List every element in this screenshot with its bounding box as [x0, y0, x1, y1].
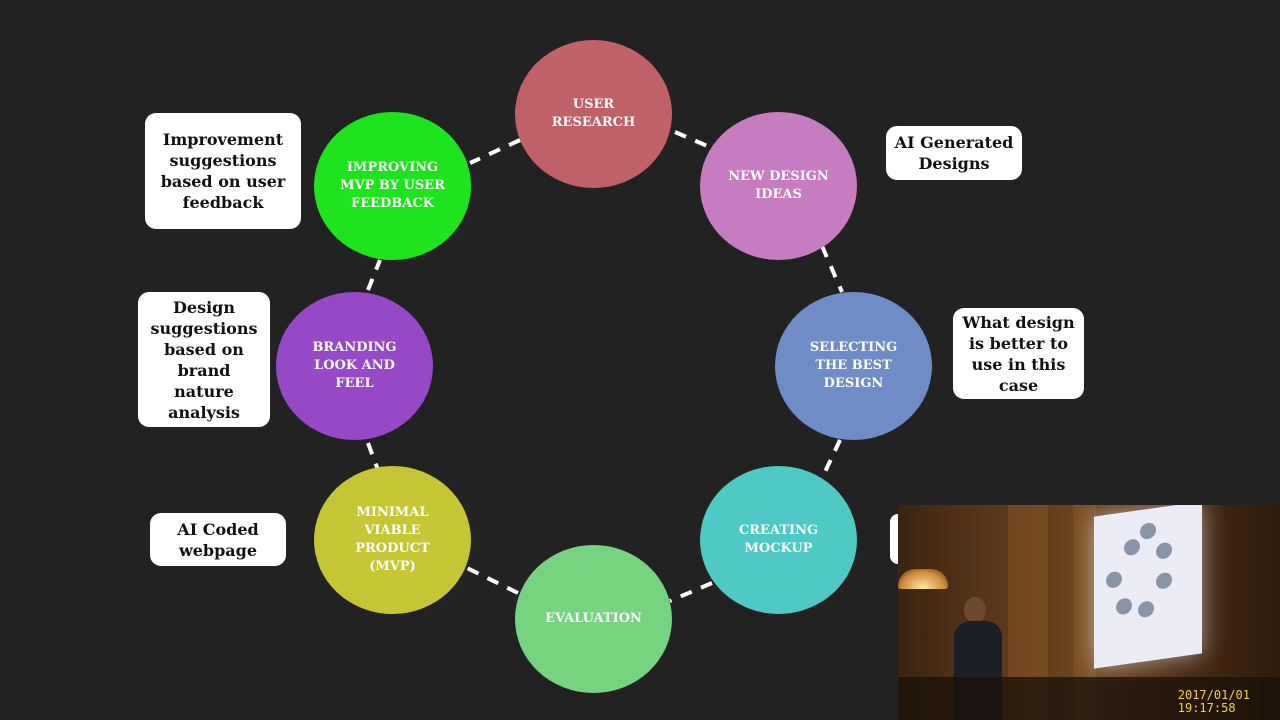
connector — [469, 138, 521, 165]
note-text: Design suggestions based on brand nature… — [150, 297, 258, 422]
node-evaluation: EVALUATION — [515, 545, 672, 693]
node-label: EVALUATION — [545, 611, 642, 626]
presenter-head — [964, 597, 986, 623]
note-design-suggestions: Design suggestions based on brand nature… — [138, 292, 270, 427]
node-label: CREATING MOCKUP — [738, 523, 819, 556]
connector — [820, 245, 844, 293]
note-text: Improvement suggestions based on user fe… — [160, 130, 286, 212]
projection-screen — [1094, 505, 1202, 669]
node-new-design-ideas: NEW DESIGN IDEAS — [700, 112, 857, 260]
node-improving-mvp: IMPROVING MVP BY USER FEEDBACK — [314, 112, 471, 260]
note-ai-coded-webpage: AI Coded webpage — [150, 513, 286, 566]
node-user-research: USER RESEARCH — [515, 40, 672, 188]
note-ai-generated-designs: AI Generated Designs — [886, 126, 1022, 180]
lamp-icon — [898, 569, 948, 589]
timestamp-time: 19:17:58 — [1177, 701, 1236, 715]
note-text: AI Generated Designs — [894, 133, 1014, 173]
note-text: AI Coded webpage — [177, 519, 259, 560]
node-branding: BRANDING LOOK AND FEEL — [276, 292, 433, 440]
connector — [466, 566, 519, 595]
node-label: SELECTING THE BEST DESIGN — [809, 340, 898, 391]
node-label: USER RESEARCH — [551, 97, 636, 130]
connector — [366, 259, 382, 291]
node-mvp: MINIMAL VIABLE PRODUCT (MVP) — [314, 466, 471, 614]
connector — [674, 130, 713, 150]
connector — [669, 581, 713, 603]
note-text: What design is better to use in this cas… — [962, 312, 1075, 395]
node-creating-mockup: CREATING MOCKUP — [700, 466, 857, 614]
note-improvement-suggestions: Improvement suggestions based on user fe… — [145, 113, 301, 229]
connector — [366, 442, 380, 471]
node-label: MINIMAL VIABLE PRODUCT (MVP) — [355, 505, 430, 574]
note-what-design-better: What design is better to use in this cas… — [953, 308, 1084, 399]
video-timestamp: 2017/01/01 19:17:58 — [1178, 689, 1250, 715]
timestamp-date: 2017/01/01 — [1177, 688, 1250, 702]
audience-table — [898, 677, 1280, 720]
connector — [823, 439, 842, 473]
wall-column — [1074, 505, 1096, 720]
node-selecting-best-design: SELECTING THE BEST DESIGN — [775, 292, 932, 440]
node-label: BRANDING LOOK AND FEEL — [312, 340, 397, 391]
inset-photo: 2017/01/01 19:17:58 — [898, 505, 1280, 720]
node-label: IMPROVING MVP BY USER FEEDBACK — [340, 160, 445, 211]
node-label: NEW DESIGN IDEAS — [728, 169, 829, 202]
